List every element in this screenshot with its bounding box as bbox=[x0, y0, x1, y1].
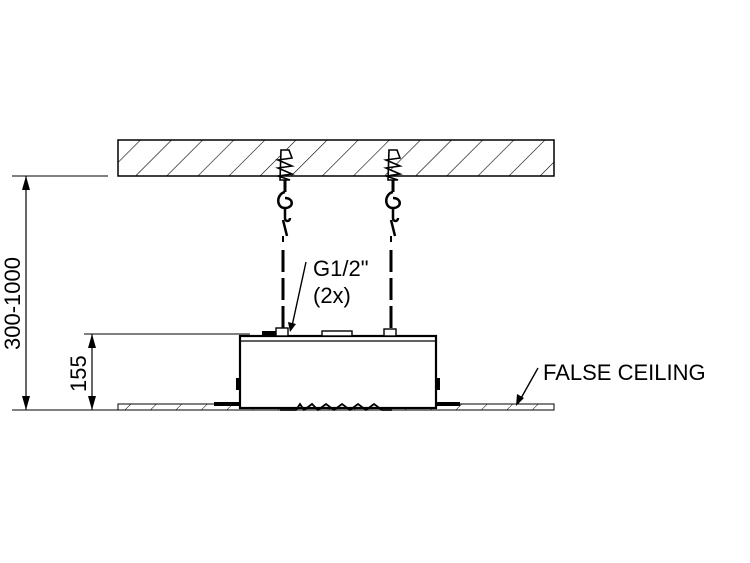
dimension-box-height-label: 155 bbox=[66, 355, 91, 392]
connection-size-label: G1/2" bbox=[313, 256, 369, 281]
connection-count-label: (2x) bbox=[313, 283, 351, 308]
connection-leader bbox=[288, 261, 307, 332]
ceiling-anchor-right bbox=[383, 149, 403, 242]
dimension-total-height bbox=[12, 175, 118, 411]
dimension-total-height-label: 300-1000 bbox=[0, 257, 25, 350]
false-ceiling-label: FALSE CEILING bbox=[543, 360, 706, 385]
ceiling-anchor-left bbox=[275, 149, 295, 242]
dimension-box-height bbox=[84, 333, 250, 410]
false-ceiling-leader bbox=[516, 367, 539, 406]
structural-ceiling bbox=[117, 139, 555, 177]
unit-housing bbox=[236, 327, 440, 412]
